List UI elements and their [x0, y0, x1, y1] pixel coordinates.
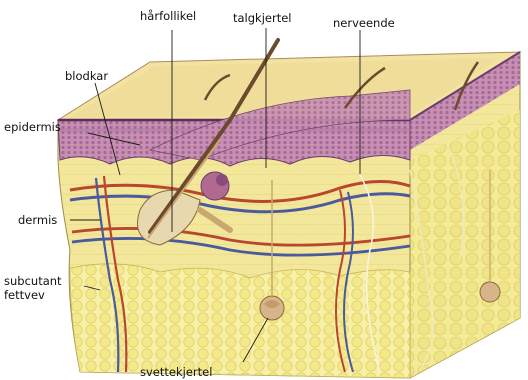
label-fettvev: fettvev [4, 288, 45, 302]
label-talgkjertel: talgkjertel [233, 11, 292, 25]
label-svettekjertel: svettekjertel [140, 365, 212, 379]
label-subcutant: subcutant [4, 274, 62, 288]
label-epidermis: epidermis [4, 120, 61, 134]
subcutaneous-fat-layer [70, 264, 410, 378]
label-harfollikel: hårfollikel [140, 9, 196, 23]
label-nerveende: nerveende [333, 16, 395, 30]
label-dermis: dermis [18, 213, 57, 227]
label-blodkar: blodkar [65, 69, 108, 83]
